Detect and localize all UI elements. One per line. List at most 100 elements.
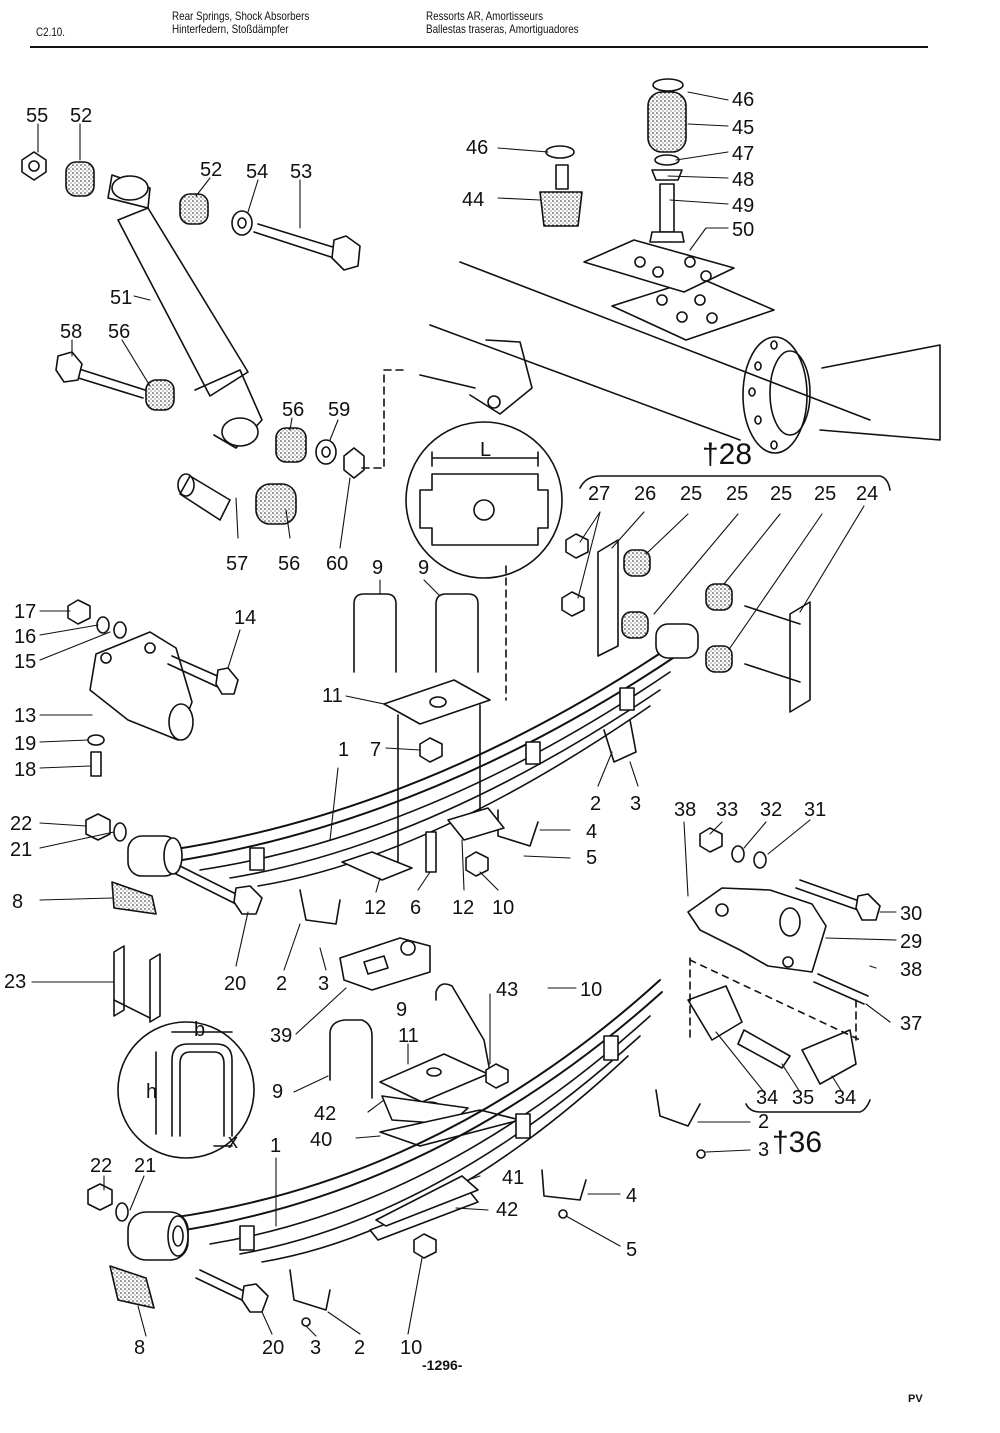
part-label: 16: [14, 626, 36, 648]
part-label: 20: [224, 973, 246, 995]
part-label: 34: [834, 1087, 856, 1109]
spring-pads: [339, 807, 505, 991]
axle-housing: [419, 261, 941, 454]
part-label: 2: [758, 1111, 769, 1133]
ubolt-inset: [117, 1021, 255, 1159]
part-label: 35: [792, 1087, 814, 1109]
part-label: 60: [326, 553, 348, 575]
part-label: 3: [310, 1337, 321, 1359]
part-label: 38: [900, 959, 922, 981]
part-label: 45: [732, 117, 754, 139]
part-label: 23: [4, 971, 26, 993]
header-title-fr-es: Ressorts AR, Amortisseurs Ballestas tras…: [426, 10, 579, 36]
plate-inset: [405, 421, 563, 579]
ubolt-thread-label: x: [228, 1131, 238, 1153]
part-label: 26: [634, 483, 656, 505]
part-label: 46: [732, 89, 754, 111]
part-label: 25: [726, 483, 748, 505]
part-label: 5: [586, 847, 597, 869]
part-label: 12: [364, 897, 386, 919]
part-label: 42: [314, 1103, 336, 1125]
part-label: 29: [900, 931, 922, 953]
leaf-spring-lower: [127, 979, 663, 1263]
part-label: 53: [290, 161, 312, 183]
part-label: 50: [732, 219, 754, 241]
part-label: 58: [60, 321, 82, 343]
part-label: 11: [398, 1025, 419, 1047]
part-label: 3: [630, 793, 641, 815]
part-label: 4: [626, 1185, 637, 1207]
part-label: 11: [322, 685, 343, 707]
lower-hardware: [87, 1169, 587, 1327]
part-label: 51: [110, 287, 132, 309]
part-label: 9: [272, 1081, 283, 1103]
part-label: 12: [452, 897, 474, 919]
u-bolts-lower: [329, 983, 491, 1099]
part-label: 8: [12, 891, 23, 913]
part-label: 34: [756, 1087, 778, 1109]
part-label: 10: [400, 1337, 422, 1359]
part-label: 33: [716, 799, 738, 821]
u-bolts-upper: [353, 593, 481, 869]
group-label-36: †36: [772, 1126, 822, 1159]
part-label: 5: [626, 1239, 637, 1261]
group-braces: [579, 475, 891, 1113]
part-label: 25: [814, 483, 836, 505]
part-label: 25: [680, 483, 702, 505]
plate-upper-11: [383, 679, 491, 725]
title-es: Ballestas traseras, Amortiguadores: [426, 22, 579, 36]
ubolt-height-label: h: [146, 1081, 157, 1103]
part-label: 20: [262, 1337, 284, 1359]
part-label: 48: [732, 169, 754, 191]
part-label: 2: [276, 973, 287, 995]
leader-lines: [31, 91, 897, 1337]
part-label: 9: [372, 557, 383, 579]
page-number: -1296-: [422, 1357, 463, 1373]
part-label: 14: [234, 607, 256, 629]
part-labels: 55 52 52 54 53 46 46 45 47 48 49 50 44 5…: [4, 89, 922, 1359]
title-fr: Ressorts AR, Amortisseurs: [426, 9, 544, 23]
part-label: 40: [310, 1129, 332, 1151]
part-label: 10: [492, 897, 514, 919]
bolts-shock: [55, 223, 361, 399]
part-label: 19: [14, 733, 36, 755]
shackle-group: [561, 533, 811, 713]
rubber-bushes-shock: [65, 161, 307, 525]
part-label: 18: [14, 759, 36, 781]
shock-absorber: [107, 174, 263, 449]
spring-eye-bolt-upper: [111, 865, 263, 915]
part-label: 24: [856, 483, 878, 505]
part-label: 1: [270, 1135, 281, 1157]
part-label: 43: [496, 979, 518, 1001]
part-label: 13: [14, 705, 36, 727]
part-label: 56: [108, 321, 130, 343]
part-label: 21: [134, 1155, 156, 1177]
part-label: 10: [580, 979, 602, 1001]
part-label: 38: [674, 799, 696, 821]
title-en: Rear Springs, Shock Absorbers: [172, 9, 310, 23]
part-label: 56: [282, 399, 304, 421]
part-label: 32: [760, 799, 782, 821]
part-label: 47: [732, 143, 754, 165]
part-label: 21: [10, 839, 32, 861]
header-title-en-de: Rear Springs, Shock Absorbers Hinterfede…: [172, 10, 309, 36]
part-label: 7: [370, 739, 381, 761]
part-label: 57: [226, 553, 248, 575]
part-label: 17: [14, 601, 36, 623]
part-label: 46: [466, 137, 488, 159]
leaf-spring-upper: [127, 623, 699, 887]
part-label: 8: [134, 1337, 145, 1359]
part-label: 31: [804, 799, 826, 821]
group-34-36: [655, 959, 861, 1159]
part-label: 22: [10, 813, 32, 835]
part-label: 44: [462, 189, 484, 211]
part-label: 15: [14, 651, 36, 673]
right-spring-bracket: [687, 827, 881, 1005]
part-label: 56: [278, 553, 300, 575]
part-label: 3: [318, 973, 329, 995]
spacer-57: [177, 473, 231, 521]
part-label: 2: [590, 793, 601, 815]
part-label: 42: [496, 1199, 518, 1221]
part-label: 4: [586, 821, 597, 843]
